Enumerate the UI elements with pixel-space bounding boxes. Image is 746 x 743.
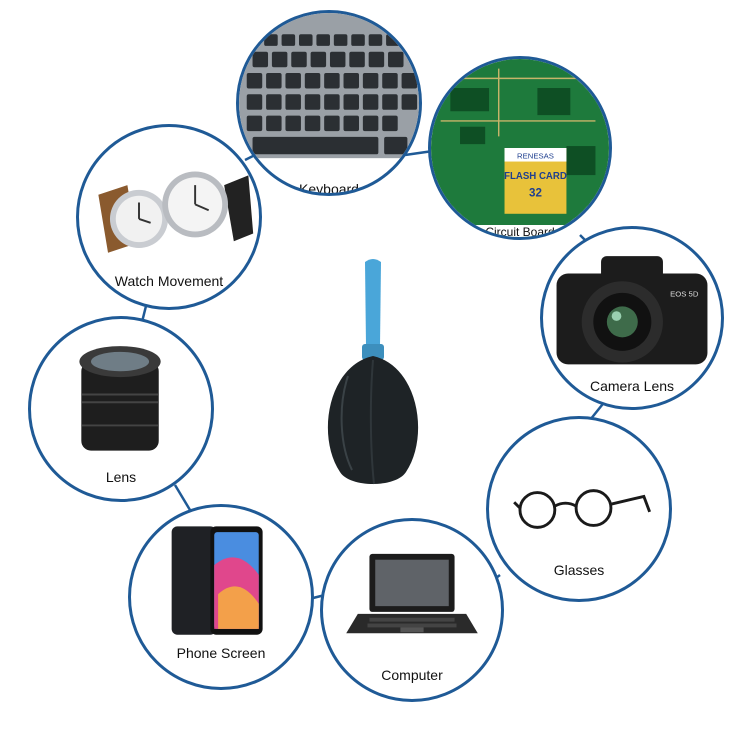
card-number-text: 32 [529,186,542,199]
glasses-icon [513,489,652,529]
lens-label: Lens [105,469,137,485]
card-type-text: FLASH CARD [504,171,567,182]
camera-icon: EOS 5D [556,256,708,365]
laptop-icon [346,553,478,634]
phone-screen-label: Phone Screen [176,645,266,661]
computer-card: Computer [320,518,504,702]
lens-card: Lens [28,316,214,502]
lens-icon [79,346,161,451]
connector-line [173,484,192,511]
camera-lens-card: EOS 5D Camera Lens [540,226,724,410]
camera-lens-label: Camera Lens [589,378,675,394]
keyboard-label: Keyboard [299,181,359,196]
glasses-label: Glasses [553,562,605,578]
circuit-board-card: RENESAS FLASH CARD 32 Circuit Board [428,56,612,240]
keyboard-icon [239,13,419,159]
watch-movement-label: Watch Movement [114,273,224,289]
camera-model-text: EOS 5D [670,290,699,299]
circuit-board-icon: RENESAS FLASH CARD 32 [431,59,609,237]
keyboard-card: Keyboard [236,10,422,196]
glasses-card: Glasses [486,416,672,602]
watch-icon [98,171,254,253]
circuit-board-label: Circuit Board [431,225,609,237]
computer-label: Computer [381,667,443,683]
watch-movement-card: Watch Movement [76,124,262,310]
card-brand-text: RENESAS [517,152,554,161]
air-blower-bulb-icon [327,259,419,485]
phone-icon [171,526,263,635]
phone-screen-card: Phone Screen [128,504,314,690]
